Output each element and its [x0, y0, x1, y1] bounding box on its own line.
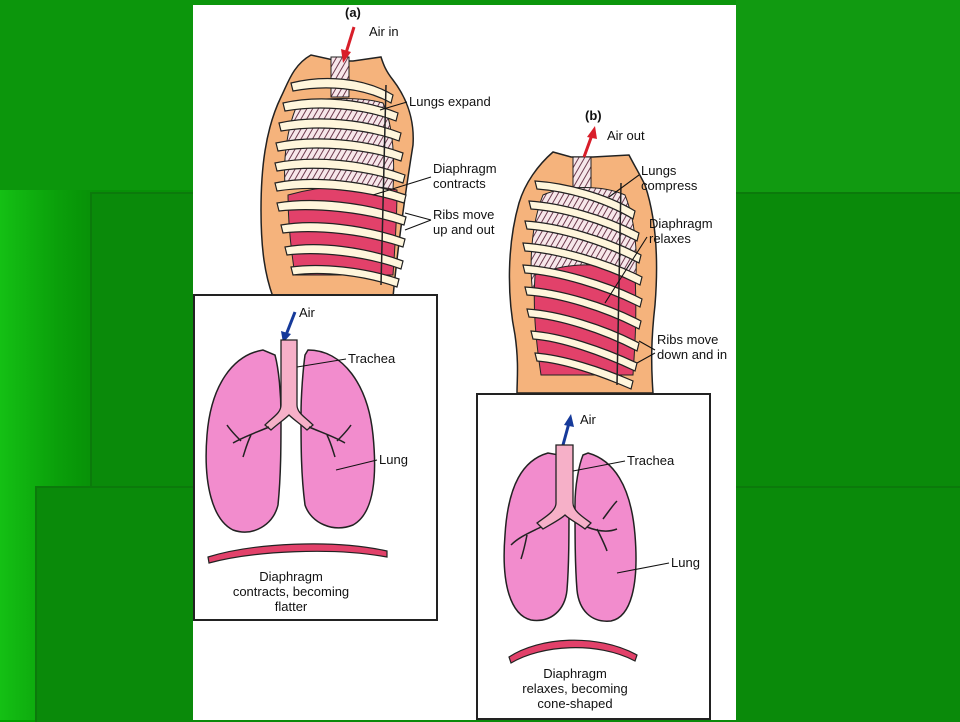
- leader-ribs-down-in: [636, 340, 656, 364]
- air-out-arrow: [582, 126, 597, 158]
- label-air-in: Air in: [369, 24, 399, 39]
- air-arrow-right: [561, 414, 574, 446]
- leader-ribs-up-out: [404, 212, 432, 231]
- label-trachea-left: Trachea: [348, 351, 396, 366]
- label-lungs-b-2: compress: [641, 178, 698, 193]
- label-lung-right: Lung: [671, 555, 700, 570]
- diaphragm-cone: [508, 639, 638, 664]
- caption-right-1: Diaphragm: [543, 666, 607, 681]
- label-diaphragm-b-1: Diaphragm: [649, 216, 713, 231]
- background-shade-top-right: [736, 0, 960, 193]
- leader-lungs-expand: [379, 101, 408, 111]
- breathing-diagram-figure: (a) Air in Lungs expand Diaphragm contra…: [193, 5, 736, 720]
- leader-trachea-right: [572, 460, 626, 472]
- ribs-inhale: [274, 77, 407, 288]
- label-air-right: Air: [580, 412, 597, 427]
- caption-right-3: cone-shaped: [537, 696, 612, 711]
- trachea-right: [536, 444, 592, 530]
- caption-left-1: Diaphragm: [259, 569, 323, 584]
- trachea-inhale: [330, 56, 350, 98]
- leader-lungs-compress: [608, 174, 640, 198]
- breathing-diagram-svg: (a) Air in Lungs expand Diaphragm contra…: [193, 5, 727, 720]
- caption-left-3: flatter: [275, 599, 308, 614]
- label-ribs-a-2: up and out: [433, 222, 495, 237]
- label-air-left: Air: [299, 305, 316, 320]
- label-ribs-a-1: Ribs move: [433, 207, 494, 222]
- bronchi-right: [510, 500, 618, 560]
- label-trachea-right: Trachea: [627, 453, 675, 468]
- diaphragm-flat: [207, 543, 388, 564]
- leader-lung-right: [616, 562, 670, 574]
- right-lung-right: [574, 452, 637, 622]
- label-diaphragm-a-1: Diaphragm: [433, 161, 497, 176]
- label-lung-left: Lung: [379, 452, 408, 467]
- caption-left-2: contracts, becoming: [233, 584, 349, 599]
- leader-diaphragm-contracts: [372, 176, 432, 196]
- air-in-arrow: [341, 26, 356, 63]
- label-ribs-b-2: down and in: [657, 347, 727, 362]
- panel-a-letter: (a): [345, 5, 361, 20]
- leader-lung-left: [335, 459, 378, 471]
- ribs-exhale: [522, 180, 643, 390]
- trachea-left: [264, 339, 314, 431]
- label-lungs-expand: Lungs expand: [409, 94, 491, 109]
- caption-right-2: relaxes, becoming: [522, 681, 628, 696]
- label-ribs-b-1: Ribs move: [657, 332, 718, 347]
- panel-b-letter: (b): [585, 108, 602, 123]
- leader-trachea-left: [296, 358, 347, 368]
- label-lungs-b-1: Lungs: [641, 163, 677, 178]
- leader-diaphragm-relaxes: [604, 236, 648, 304]
- label-diaphragm-a-2: contracts: [433, 176, 486, 191]
- label-diaphragm-b-2: relaxes: [649, 231, 691, 246]
- box-inhale-lungs: Air Lung Trachea Diaphragm contracts, be…: [193, 294, 438, 621]
- label-air-out: Air out: [607, 128, 645, 143]
- box-exhale-lungs: Air Lung Trachea Diaphragm relaxes, beco…: [476, 393, 711, 720]
- torso-exhale: [508, 151, 658, 394]
- torso-inhale: [260, 54, 414, 298]
- bronchi-left: [226, 424, 352, 458]
